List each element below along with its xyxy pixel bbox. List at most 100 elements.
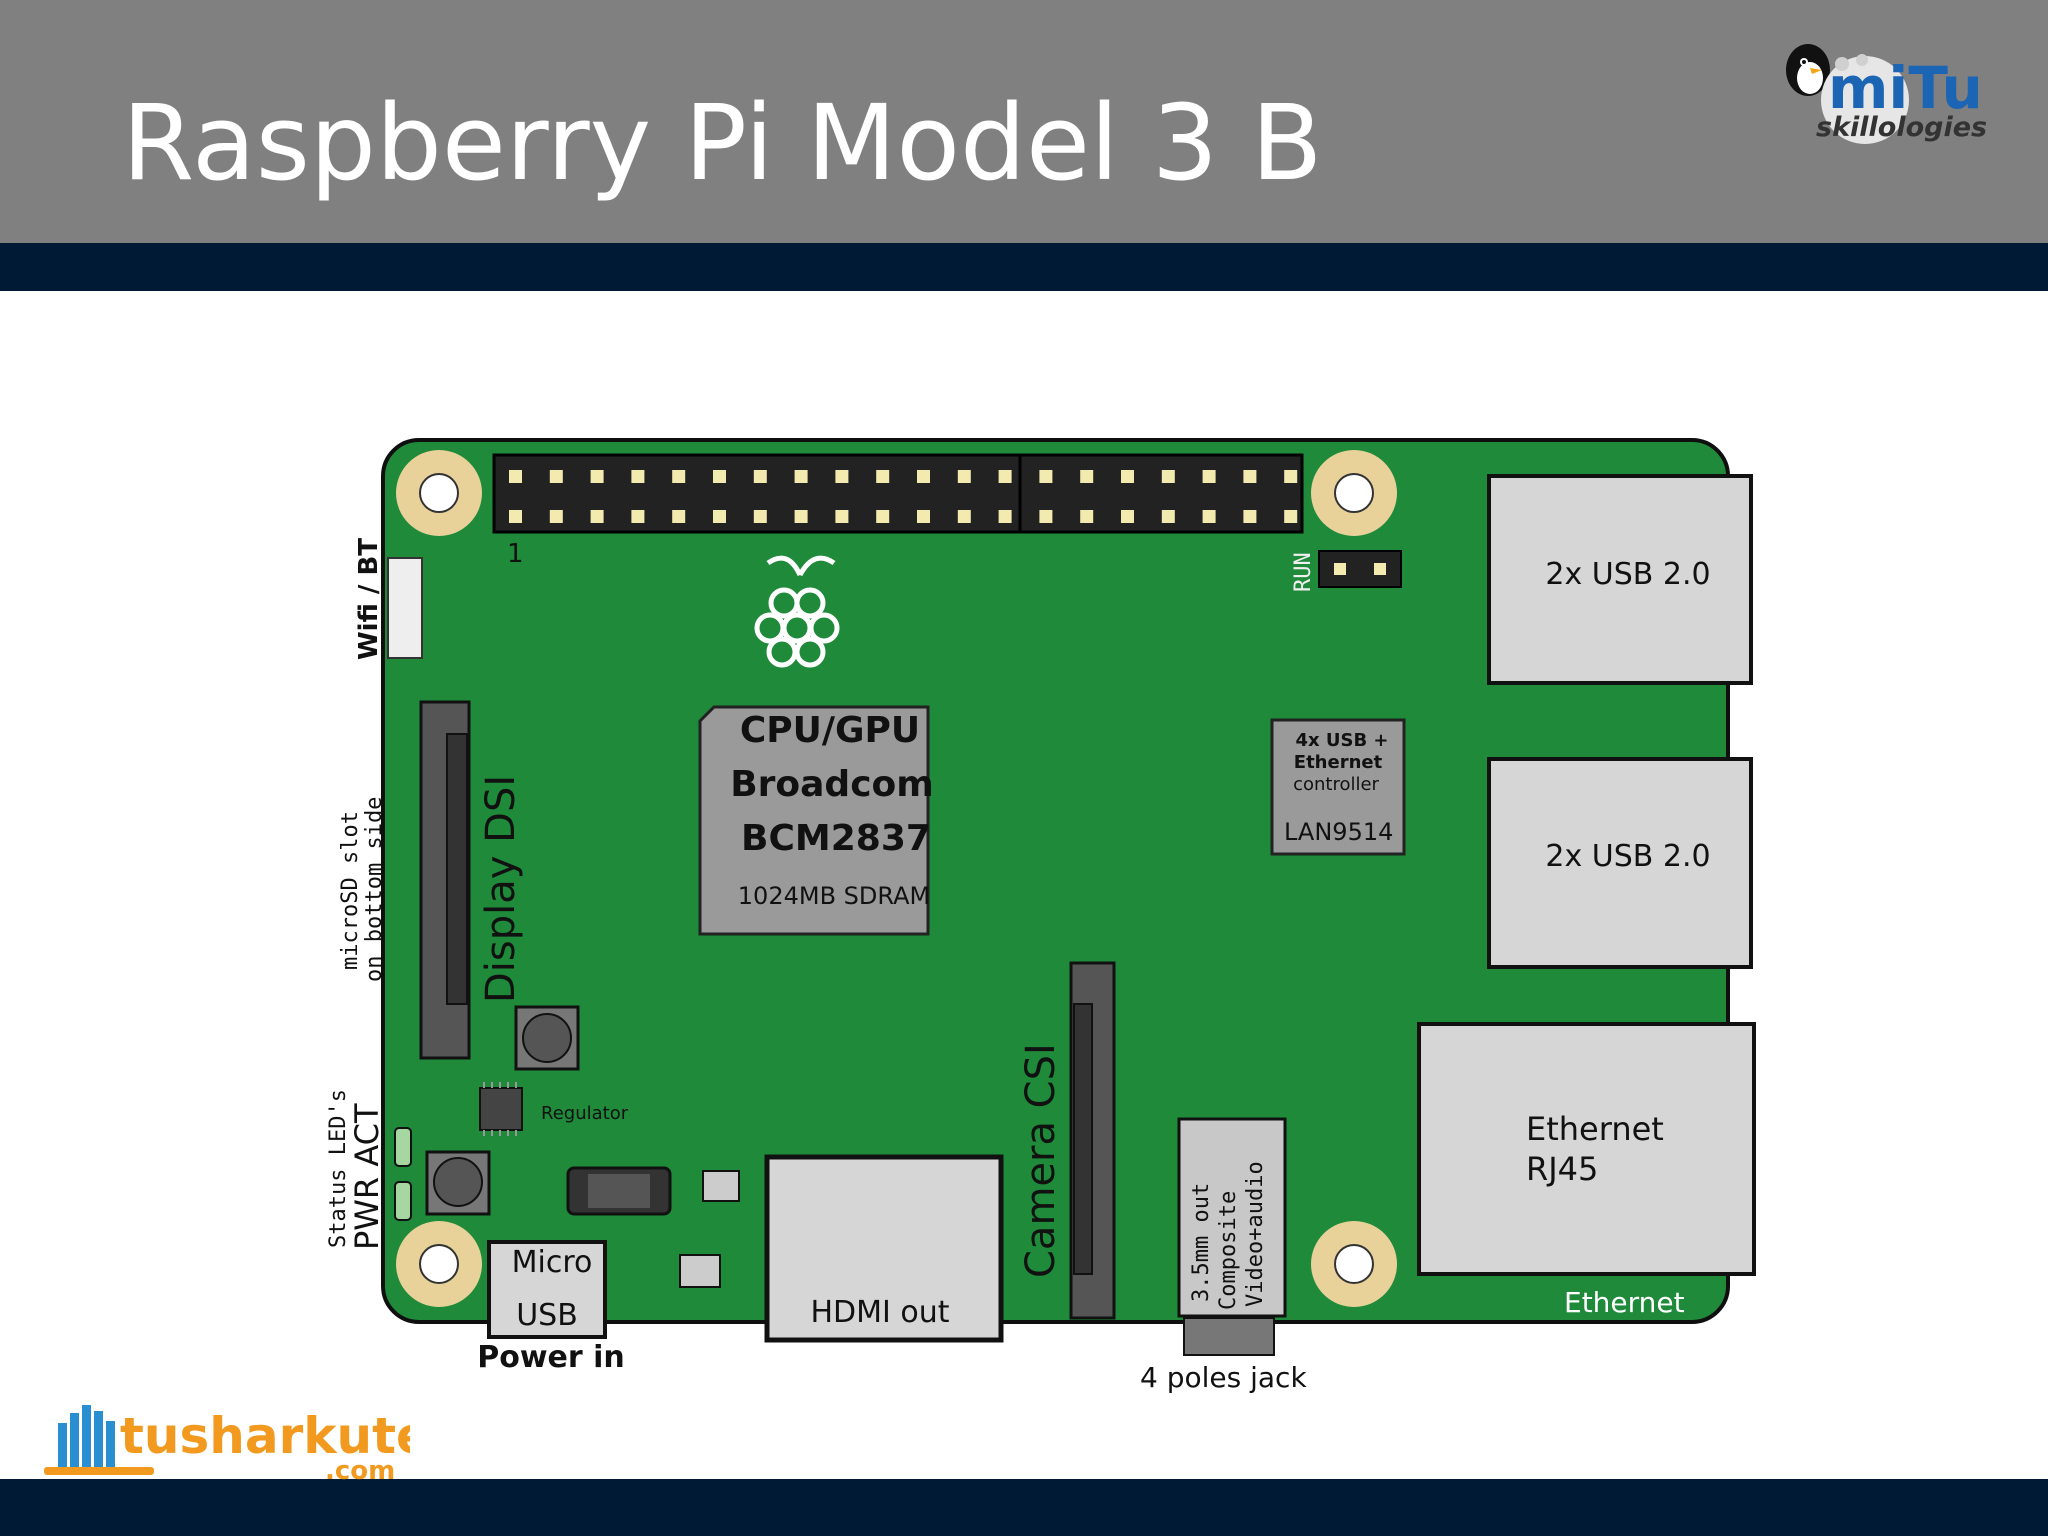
mounting-hole-top-right bbox=[1311, 450, 1397, 536]
usb-port-bottom bbox=[1487, 757, 1753, 969]
gpio-pin bbox=[917, 510, 930, 523]
act-led bbox=[394, 1127, 412, 1167]
books-icon bbox=[44, 1405, 154, 1475]
micro-usb-label-line2: USB bbox=[516, 1298, 578, 1333]
hdmi-label: HDMI out bbox=[810, 1295, 949, 1330]
gpio-pin bbox=[1161, 510, 1175, 523]
gpio-pin bbox=[957, 510, 971, 523]
gpio-pin bbox=[753, 510, 767, 523]
camera-csi-label: Camera CSI bbox=[1018, 1043, 1064, 1278]
gpio-pin bbox=[1202, 470, 1216, 483]
tusharkute-logo-domain: .com bbox=[325, 1456, 395, 1485]
display-dsi-label: Display DSI bbox=[478, 775, 524, 1003]
hdmi-port bbox=[764, 1154, 1004, 1343]
ethernet-label-line1: Ethernet bbox=[1526, 1110, 1664, 1148]
gpio-pin bbox=[713, 510, 726, 523]
capacitor bbox=[702, 1170, 740, 1202]
gpio-pin bbox=[876, 510, 890, 523]
wifi-bt-label: Wifi / BT bbox=[354, 538, 384, 660]
audio-label-line1: 3.5mm out bbox=[1189, 1183, 1214, 1302]
pwr-led bbox=[394, 1181, 412, 1221]
status-leds-label: Status LED's bbox=[326, 1089, 351, 1248]
gpio-pin bbox=[1202, 510, 1216, 523]
cpu-label-line1: CPU/GPU bbox=[740, 710, 920, 751]
gpio-header bbox=[492, 453, 1304, 534]
ethernet-port bbox=[1417, 1022, 1756, 1276]
mitu-logo-text: miTu bbox=[1828, 54, 1983, 122]
usb-port-top bbox=[1487, 474, 1753, 685]
gpio-pins bbox=[509, 470, 1298, 523]
gpio-pin bbox=[1080, 470, 1094, 483]
usb-top-label: 2x USB 2.0 bbox=[1545, 557, 1710, 592]
micro-usb-port bbox=[487, 1240, 607, 1339]
power-in-label: Power in bbox=[477, 1340, 625, 1375]
gpio-pin bbox=[1243, 470, 1257, 483]
microsd-label-line2: on bottom side bbox=[362, 797, 387, 982]
gpio-pin bbox=[1121, 470, 1134, 483]
cpu-chip bbox=[698, 705, 930, 936]
gpio-pin bbox=[917, 470, 930, 483]
lan-chip-label: LAN9514 bbox=[1284, 818, 1393, 846]
audio-jack bbox=[1177, 1117, 1287, 1318]
pwr-act-label: PWR ACT bbox=[348, 1103, 386, 1250]
footer-bar bbox=[0, 1479, 2048, 1536]
audio-jack-plug bbox=[1183, 1317, 1275, 1356]
raspberry-logo-icon bbox=[754, 555, 840, 668]
gpio-pin bbox=[835, 470, 849, 483]
audio-label-line3: Video+audio bbox=[1243, 1161, 1268, 1307]
cpu-label-line3: BCM2837 bbox=[741, 818, 931, 859]
gpio-pin1-label: 1 bbox=[507, 539, 524, 569]
gpio-pin bbox=[549, 510, 563, 523]
usb-bottom-label: 2x USB 2.0 bbox=[1545, 839, 1710, 874]
lan-label-line1: 4x USB + bbox=[1295, 730, 1388, 751]
gpio-pin bbox=[631, 510, 645, 523]
gpio-pin bbox=[549, 470, 563, 483]
tusharkute-logo-text: tusharkute bbox=[120, 1407, 410, 1465]
gpio-pin bbox=[753, 470, 767, 483]
ethernet-edge-label: Ethernet bbox=[1564, 1286, 1685, 1319]
lan-controller-chip bbox=[1270, 718, 1406, 856]
gpio-pin bbox=[1121, 510, 1134, 523]
penguin-icon bbox=[1786, 44, 1830, 96]
cpu-label-line4: 1024MB SDRAM bbox=[738, 882, 930, 910]
ethernet-label-line2: RJ45 bbox=[1526, 1150, 1598, 1188]
slide-title: Raspberry Pi Model 3 B bbox=[122, 82, 1323, 204]
gpio-pin bbox=[1243, 510, 1257, 523]
tusharkute-logo: tusharkute .com bbox=[44, 1405, 410, 1485]
gpio-pin bbox=[672, 510, 686, 523]
microsd-label-line1: microSD slot bbox=[338, 811, 363, 970]
gpio-pin bbox=[876, 470, 890, 483]
gpio-pin bbox=[1284, 470, 1298, 483]
mounting-hole-bottom-left bbox=[396, 1221, 482, 1307]
mounting-hole-top-left bbox=[396, 450, 482, 536]
gpio-pin bbox=[998, 470, 1012, 483]
four-pole-label: 4 poles jack bbox=[1140, 1361, 1307, 1394]
gpio-pin bbox=[672, 470, 686, 483]
gpio-pin bbox=[1039, 510, 1053, 523]
gpio-pin bbox=[794, 510, 808, 523]
gpio-pin bbox=[590, 470, 604, 483]
run-header bbox=[1318, 550, 1402, 588]
micro-usb-label-line1: Micro bbox=[512, 1245, 593, 1280]
gpio-pin bbox=[713, 470, 726, 483]
gpio-pin bbox=[957, 470, 971, 483]
regulator-label: Regulator bbox=[541, 1103, 629, 1124]
gpio-pin bbox=[998, 510, 1012, 523]
mounting-hole-bottom-right bbox=[1311, 1221, 1397, 1307]
lan-label-line2: Ethernet bbox=[1294, 752, 1383, 773]
run-label: RUN bbox=[1291, 552, 1316, 592]
gpio-pin bbox=[631, 470, 645, 483]
gpio-pin bbox=[1284, 510, 1298, 523]
gpio-pin bbox=[794, 470, 808, 483]
gpio-pin bbox=[1039, 470, 1053, 483]
lan-label-line3: controller bbox=[1293, 774, 1379, 795]
cpu-label-line2: Broadcom bbox=[730, 764, 934, 805]
header-bar bbox=[0, 0, 2048, 243]
gpio-pin bbox=[835, 510, 849, 523]
gpio-pin bbox=[509, 470, 522, 483]
gpio-pin bbox=[590, 510, 604, 523]
mitu-logo: miTu skillologies bbox=[1786, 44, 1987, 144]
gpio-pin bbox=[1080, 510, 1094, 523]
regulator-chip bbox=[479, 1087, 523, 1131]
